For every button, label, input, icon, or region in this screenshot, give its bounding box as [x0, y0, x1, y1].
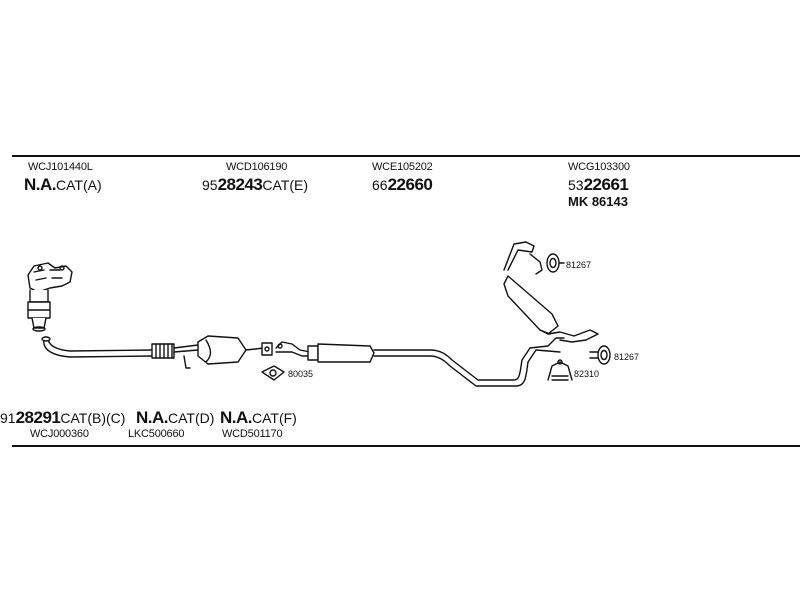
mounting-kit-number: MK 86143: [568, 194, 628, 209]
top-rule: [12, 155, 800, 157]
catalytic-converter: [197, 335, 273, 365]
part-number: N.A.CAT(F): [220, 408, 297, 427]
gasket-80035: [261, 365, 285, 381]
exhaust-manifold: [27, 262, 73, 332]
part-code: WCD106190: [226, 161, 288, 173]
part-code: WCJ101440L: [28, 161, 93, 173]
clamp-82310: [547, 359, 573, 381]
callout-label: 81267: [566, 260, 591, 270]
part-code: WCD501170: [222, 428, 283, 440]
part-number: 9128291CAT(B)(C): [0, 408, 126, 427]
hanger-81267-upper: [546, 253, 565, 273]
callout-label: 80035: [288, 369, 313, 379]
part-code: LKC500660: [128, 428, 185, 440]
rear-muffler: [503, 241, 599, 353]
part-number: 9528243CAT(E): [202, 175, 308, 194]
part-number: N.A.CAT(A): [24, 175, 102, 194]
callout-label: 82310: [574, 369, 599, 379]
bottom-rule: [12, 445, 800, 447]
part-code: WCE105202: [372, 161, 433, 173]
part-number: N.A.CAT(D): [136, 408, 215, 427]
part-code: WCG103300: [568, 161, 630, 173]
front-pipe: [41, 336, 199, 369]
callout-label: 81267: [614, 352, 639, 362]
part-number: 6622660: [372, 175, 433, 194]
hanger-81267-lower: [589, 345, 611, 365]
part-code: WCJ000360: [30, 428, 89, 440]
intermediate-pipe: [275, 341, 537, 387]
part-number: 5322661: [568, 175, 629, 194]
